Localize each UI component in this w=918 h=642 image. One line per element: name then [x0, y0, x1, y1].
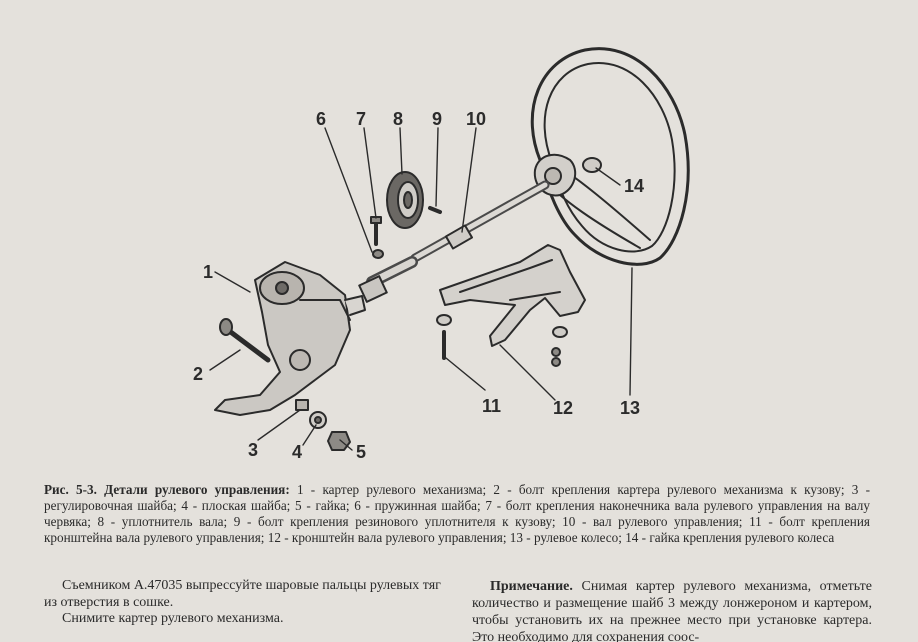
- caption-text: 1 - картер рулевого механизма; 2 - болт …: [44, 482, 870, 545]
- gear-housing-drawing: [214, 261, 366, 416]
- figure-caption: Рис. 5-3. Детали рулевого управления: 1 …: [44, 482, 870, 546]
- shaft-seal-drawing: [386, 171, 424, 229]
- leader-lines: [209, 127, 633, 451]
- label-9: 9: [432, 109, 442, 129]
- label-11: 11: [482, 396, 501, 416]
- steering-shaft-drawing: [358, 180, 550, 303]
- label-10: 10: [466, 109, 486, 129]
- label-12: 12: [553, 398, 573, 418]
- bracket-drawing: [439, 244, 586, 347]
- washer-3-drawing: [295, 399, 309, 411]
- label-2: 2: [193, 364, 203, 384]
- spring-washer-6-drawing: [372, 249, 384, 259]
- left-paragraph-1: Съемником А.47035 выпрессуйте шаровые па…: [44, 578, 441, 610]
- label-13: 13: [620, 398, 640, 418]
- left-paragraph-2: Снимите картер рулевого механизма.: [62, 611, 284, 626]
- note-label: Примечание.: [490, 579, 573, 594]
- label-8: 8: [393, 109, 403, 129]
- label-3: 3: [248, 440, 258, 460]
- steering-parts-figure: 1 2 3 4 5 6 7 8 9 10 11 12 13 14: [193, 47, 690, 462]
- label-7: 7: [356, 109, 366, 129]
- bolt-9-drawing: [428, 206, 442, 214]
- exploded-diagram: 1 2 3 4 5 6 7 8 9 10 11 12 13 14: [193, 47, 690, 462]
- left-column: Съемником А.47035 выпрессуйте шаровые па…: [44, 578, 444, 628]
- nut-5-drawing: [327, 431, 351, 451]
- caption-title: Рис. 5-3. Детали рулевого управления:: [44, 482, 290, 497]
- label-14: 14: [624, 176, 644, 196]
- label-4: 4: [292, 442, 302, 462]
- label-5: 5: [356, 442, 366, 462]
- note-paragraph: Примечание. Снимая картер рулевого механ…: [472, 578, 872, 642]
- steering-wheel-drawing: [530, 47, 690, 266]
- label-1: 1: [203, 262, 213, 282]
- bolt-2-drawing: [219, 318, 271, 363]
- right-column: Примечание. Снимая картер рулевого механ…: [472, 578, 872, 642]
- bolt-11-drawing: [436, 314, 568, 367]
- label-6: 6: [316, 109, 326, 129]
- note-text: Снимая картер рулевого механизма, отметь…: [472, 579, 872, 642]
